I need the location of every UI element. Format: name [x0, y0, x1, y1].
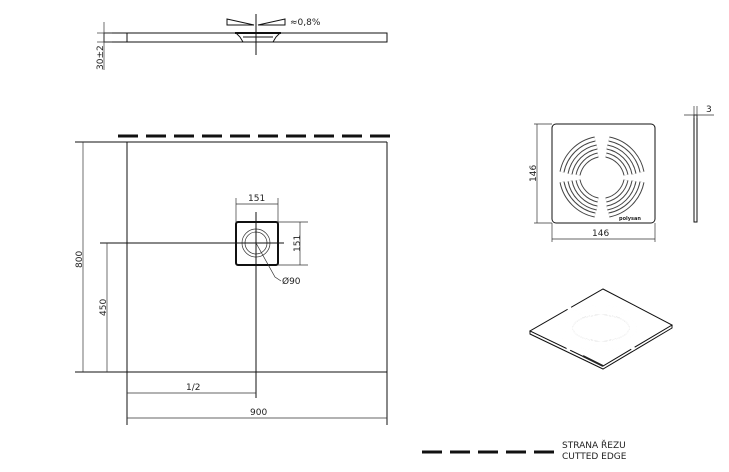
drain-offset-label: 450 — [99, 299, 109, 316]
grate-height-label: 146 — [529, 165, 539, 182]
grate-top-view: polysan 146 146 — [529, 123, 656, 242]
height-dim-label: 30±2 — [96, 45, 106, 70]
legend-line-en: CUTTED EDGE — [562, 452, 627, 462]
slope-label: ≈0,8% — [290, 18, 321, 28]
width-dim-label: 900 — [250, 408, 267, 418]
drain-diameter-label: Ø90 — [282, 276, 301, 287]
drain-width-label: 151 — [248, 194, 265, 204]
legend-label: STRANA ŘEZU CUTTED EDGE — [562, 441, 626, 463]
grate-isometric-view — [528, 288, 674, 370]
depth-dim-label: 800 — [75, 251, 85, 268]
half-dim-label: 1/2 — [186, 383, 200, 393]
brand-logo: polysan — [619, 216, 641, 222]
plan-view: Ø90 151 151 800 450 1/2 900 — [75, 134, 392, 425]
legend-line-cz: STRANA ŘEZU — [562, 441, 626, 451]
side-view: ≈0,8% 30±2 — [96, 14, 388, 70]
thickness-label: 3 — [706, 105, 712, 115]
drain-height-label: 151 — [293, 235, 303, 252]
grate-side-view: 3 — [684, 105, 714, 223]
grate-width-label: 146 — [592, 229, 609, 239]
